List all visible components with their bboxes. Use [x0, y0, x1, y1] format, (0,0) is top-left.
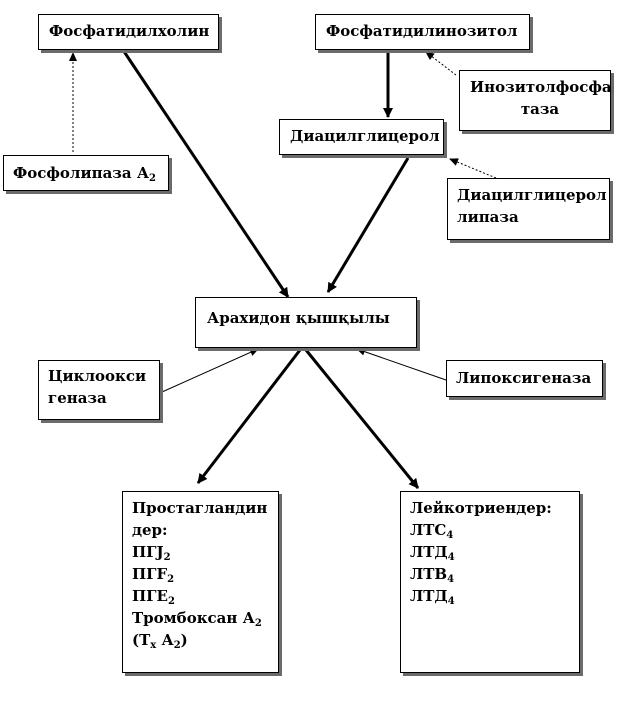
dag-lipase-line-2: липаза — [457, 208, 519, 226]
arrow-cyclooxygenase-to-arachidonic — [161, 348, 259, 393]
arrow-phosphatidylcholine-to-arachidonic — [121, 49, 290, 298]
thromboxane-abbrev: (Тх А2) — [132, 631, 188, 651]
cyclooxygenase-line-2: геназа — [48, 389, 107, 407]
diacylglycerol-label: Диацилглицерол — [290, 127, 440, 145]
phosphatidylcholine-box: Фосфатидилхолин — [38, 14, 219, 50]
dag-lipase-line-1: Диацилглицерол — [457, 186, 607, 204]
prostaglandins-title-line-1: Простагландин — [132, 499, 268, 517]
leukotriene-item: ЛТД4 — [410, 543, 455, 563]
cyclooxygenase-line-1: Циклоокси — [48, 367, 147, 385]
arrow-inositol-phosphatase-to-phosphatidylinositol — [425, 51, 457, 76]
prostaglandin-item: Тромбоксан А2 — [132, 609, 262, 629]
phospholipase-box: Фосфолипаза А2 — [3, 155, 169, 191]
dag-lipase-box: Диацилглицерол липаза — [447, 178, 610, 240]
prostaglandin-item: ПГF2 — [132, 565, 175, 585]
leukotriene-item: ЛТВ4 — [410, 565, 455, 585]
leukotriene-item: ЛТС4 — [410, 521, 454, 541]
prostaglandin-item: ПГJ2 — [132, 543, 171, 563]
prostaglandin-item: ПГЕ2 — [132, 587, 175, 607]
diacylglycerol-box: Диацилглицерол — [279, 119, 444, 155]
prostaglandins-title-line-2: дер: — [132, 521, 168, 539]
phospholipase-label: Фосфолипаза А2 — [13, 164, 157, 184]
bold-arrows — [121, 49, 420, 489]
phosphatidylinositol-box: Фосфатидилинозитол — [315, 14, 530, 50]
phosphatidylinositol-label: Фосфатидилинозитол — [326, 22, 518, 40]
arachidonic-acid-box: Арахидон қышқылы — [195, 297, 417, 348]
lipoxygenase-label: Липоксигеназа — [456, 369, 592, 387]
arrow-dag-lipase-to-diacylglycerol — [449, 158, 497, 179]
inositol-phosphatase-line-1: Инозитолфосфа — [470, 78, 612, 96]
thin-arrows — [69, 51, 497, 393]
phosphatidylcholine-label: Фосфатидилхолин — [49, 22, 210, 40]
leukotrienes-box: Лейкотриендер: ЛТС4 ЛТД4 ЛТВ4 ЛТД4 — [400, 491, 580, 673]
arrow-diacylglycerol-to-arachidonic — [326, 157, 410, 293]
leukotrienes-title: Лейкотриендер: — [410, 499, 552, 517]
arrow-arachidonic-to-leukotrienes — [304, 349, 420, 489]
arachidonic-acid-label: Арахидон қышқылы — [207, 309, 390, 327]
leukotriene-item: ЛТД4 — [410, 587, 455, 607]
prostaglandins-box: Простагландин дер: ПГJ2 ПГF2 ПГЕ2 Тромбо… — [122, 491, 279, 673]
inositol-phosphatase-line-2: таза — [520, 100, 560, 118]
cyclooxygenase-box: Циклоокси геназа — [38, 360, 160, 420]
inositol-phosphatase-box: Инозитолфосфа таза — [459, 70, 612, 131]
lipoxygenase-box: Липоксигеназа — [446, 360, 603, 397]
arrow-arachidonic-to-prostaglandins — [196, 349, 302, 484]
arrow-lipoxygenase-to-arachidonic — [356, 347, 447, 381]
